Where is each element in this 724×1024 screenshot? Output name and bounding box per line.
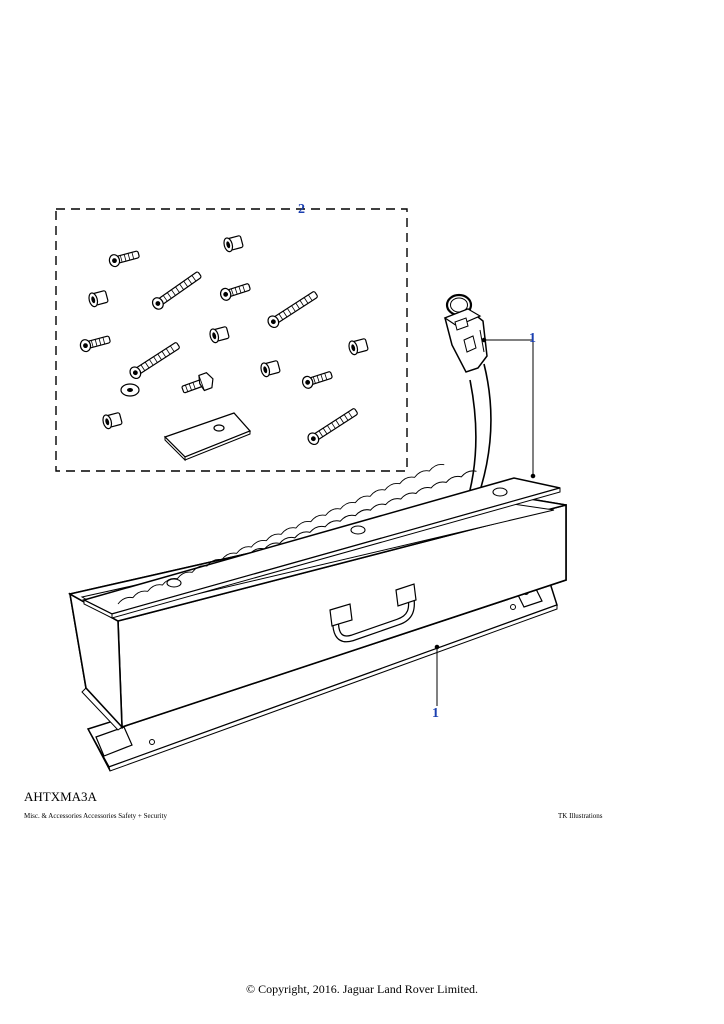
fixing-kit-parts bbox=[78, 233, 370, 462]
category-path: Misc. & Accessories Accessories Safety +… bbox=[24, 812, 167, 820]
copyright-notice: © Copyright, 2016. Jaguar Land Rover Lim… bbox=[245, 982, 479, 996]
illustrator-credit: TK Illustrations bbox=[558, 812, 603, 820]
gun-case bbox=[67, 463, 567, 772]
callout-kit: 2 bbox=[298, 202, 305, 217]
lock-key bbox=[443, 293, 488, 373]
fixing-kit-boundary bbox=[55, 208, 408, 472]
leader-lines bbox=[434, 337, 536, 706]
callout-case: 1 bbox=[432, 706, 439, 721]
illustration-reference: AHTXMA3A bbox=[24, 789, 97, 804]
callout-lock-key: 1 bbox=[529, 331, 536, 346]
